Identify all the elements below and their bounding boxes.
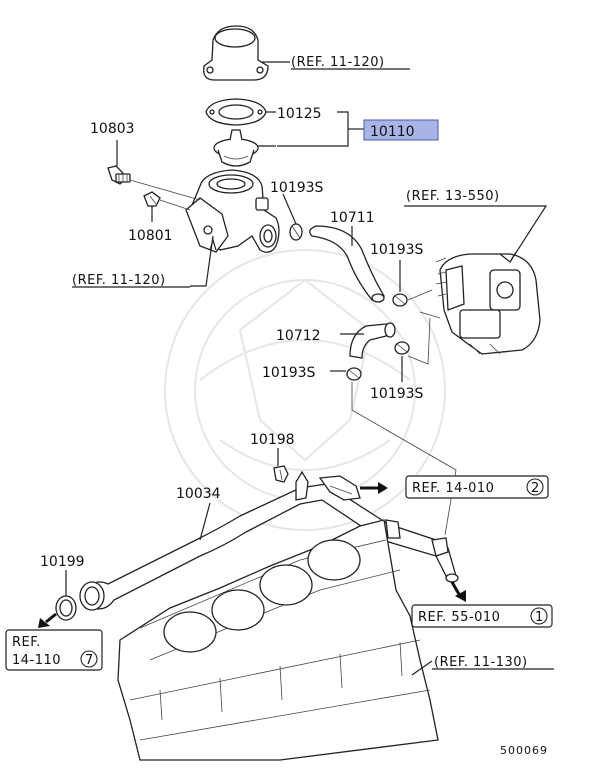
part-label-10193s-d: 10193S <box>262 365 316 381</box>
cylinder-head-part[interactable] <box>117 519 439 761</box>
hose-clamp-a-part[interactable] <box>289 223 303 241</box>
part-label-10110: 10110 <box>370 124 415 140</box>
ref-55-010-text: REF. 55-010 <box>418 610 500 625</box>
thermostat-housing-part[interactable] <box>185 169 280 253</box>
ref-55-010-num: 1 <box>535 610 544 625</box>
thermostat-cover-part[interactable] <box>203 25 269 81</box>
ref-11-130[interactable]: (REF. 11-130) <box>434 655 528 670</box>
water-pipe-10034-part[interactable] <box>79 470 459 611</box>
ref-14-110-line1: REF. <box>12 635 41 650</box>
thermostat-10110-part[interactable] <box>213 129 259 167</box>
ref-14-010-text: REF. 14-010 <box>412 481 494 496</box>
part-label-10712: 10712 <box>276 328 321 344</box>
sensor-10801-part[interactable] <box>143 191 161 207</box>
part-label-10193s-a: 10193S <box>270 180 324 196</box>
ref-11-120-top[interactable]: (REF. 11-120) <box>291 55 385 70</box>
ref-14-110-num: 7 <box>85 653 94 668</box>
part-label-10193s-b: 10193S <box>370 242 424 258</box>
part-label-10803: 10803 <box>90 121 135 137</box>
hose-clamp-c-part[interactable] <box>394 341 410 355</box>
arrow-to-55-010 <box>450 581 466 602</box>
highlight-box-10110[interactable] <box>363 119 439 141</box>
part-label-10034: 10034 <box>176 486 221 502</box>
arrow-to-14-010 <box>360 482 388 494</box>
bolt-10198-part[interactable] <box>273 465 289 483</box>
hose-clamp-b-part[interactable] <box>392 293 408 307</box>
ref-14-010-num: 2 <box>531 481 540 496</box>
part-label-10125: 10125 <box>277 106 322 122</box>
part-label-10193s-c: 10193S <box>370 386 424 402</box>
hose-clamp-d-part[interactable] <box>346 367 362 381</box>
ref-14-010-box[interactable]: REF. 14-010 2 <box>405 475 549 499</box>
gasket-10125-part[interactable] <box>205 98 267 126</box>
ref-13-550[interactable]: (REF. 13-550) <box>406 189 500 204</box>
part-label-10801: 10801 <box>128 228 173 244</box>
o-ring-10199-part[interactable] <box>55 595 77 621</box>
ref-14-110-box[interactable]: REF. 14-110 7 <box>5 629 103 671</box>
part-label-10711: 10711 <box>330 210 375 226</box>
arrow-to-14-110 <box>38 612 57 628</box>
hose-10711-part[interactable] <box>309 225 385 303</box>
ref-14-110-line2: 14-110 <box>12 653 61 668</box>
part-label-10198: 10198 <box>250 432 295 448</box>
figure-code: 500069 <box>500 744 548 757</box>
hose-10712-part[interactable] <box>349 322 396 359</box>
throttle-body-part[interactable] <box>419 253 541 355</box>
ref-11-120-left[interactable]: (REF. 11-120) <box>72 273 166 288</box>
part-label-10199: 10199 <box>40 554 85 570</box>
ref-55-010-box[interactable]: REF. 55-010 1 <box>411 604 553 628</box>
sensor-10803-part[interactable] <box>107 165 131 185</box>
